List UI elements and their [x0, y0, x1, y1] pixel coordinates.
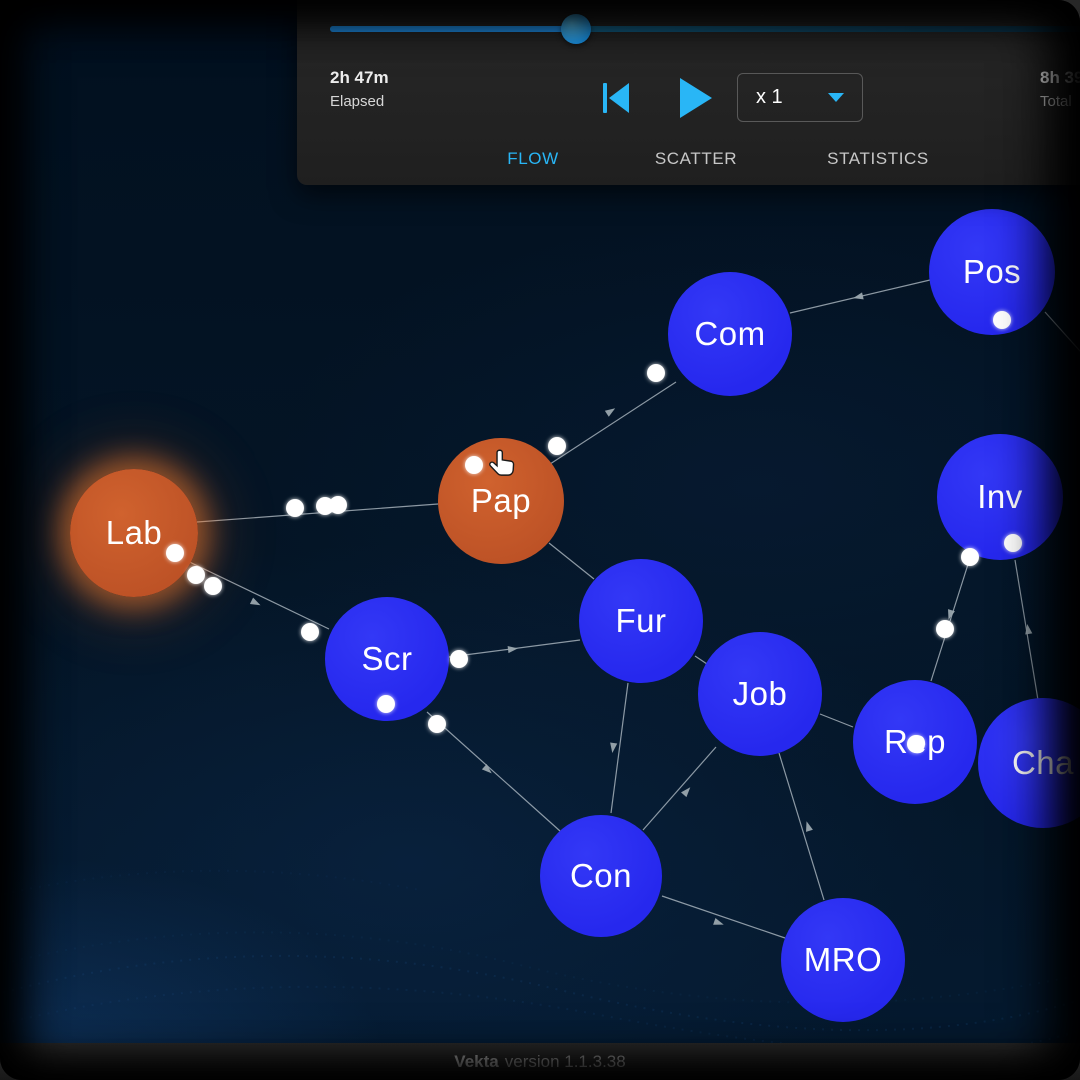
speed-dropdown[interactable]: x 1 — [737, 73, 863, 122]
flow-particle — [166, 544, 184, 562]
timeline-slider-fill — [330, 26, 577, 32]
player-panel: 2h 47m Elapsed x 1 8h 39m Total FLOW SCA… — [297, 0, 1080, 185]
total-time: 8h 39m Total — [1040, 66, 1080, 112]
elapsed-value: 2h 47m — [330, 68, 389, 87]
play-button[interactable] — [680, 78, 712, 118]
flow-particle — [647, 364, 665, 382]
flow-particle — [329, 496, 347, 514]
tab-statistics[interactable]: STATISTICS — [827, 149, 929, 168]
timeline-slider-thumb[interactable] — [561, 14, 592, 44]
flow-particle — [465, 456, 483, 474]
flow-particle — [377, 695, 395, 713]
app-name: Vekta — [454, 1051, 499, 1071]
elapsed-label: Elapsed — [330, 92, 385, 110]
caret-down-icon — [828, 93, 844, 102]
flow-particle — [301, 623, 319, 641]
skip-to-start-icon — [603, 83, 607, 113]
flow-particle — [907, 735, 925, 753]
skip-to-start-button[interactable] — [603, 83, 629, 113]
tab-flow[interactable]: FLOW — [507, 149, 559, 168]
play-icon — [680, 78, 712, 118]
total-value: 8h 39m — [1040, 68, 1080, 87]
flow-particle — [936, 620, 954, 638]
flow-particle — [993, 311, 1011, 329]
flow-particle — [548, 437, 566, 455]
flow-particle — [187, 566, 205, 584]
flow-particle — [204, 577, 222, 595]
hand-cursor-icon — [489, 449, 515, 476]
total-label: Total — [1040, 92, 1072, 110]
version-text: version 1.1.3.38 — [504, 1051, 626, 1071]
flow-particle — [1004, 534, 1022, 552]
flow-particle — [450, 650, 468, 668]
flow-particle — [961, 548, 979, 566]
footer-bar: Vekta version 1.1.3.38 — [0, 1043, 1080, 1080]
flow-particle — [428, 715, 446, 733]
tab-scatter[interactable]: SCATTER — [654, 149, 738, 168]
speed-value: x 1 — [756, 86, 783, 108]
elapsed-time: 2h 47m Elapsed — [330, 66, 389, 112]
flow-particle — [286, 499, 304, 517]
